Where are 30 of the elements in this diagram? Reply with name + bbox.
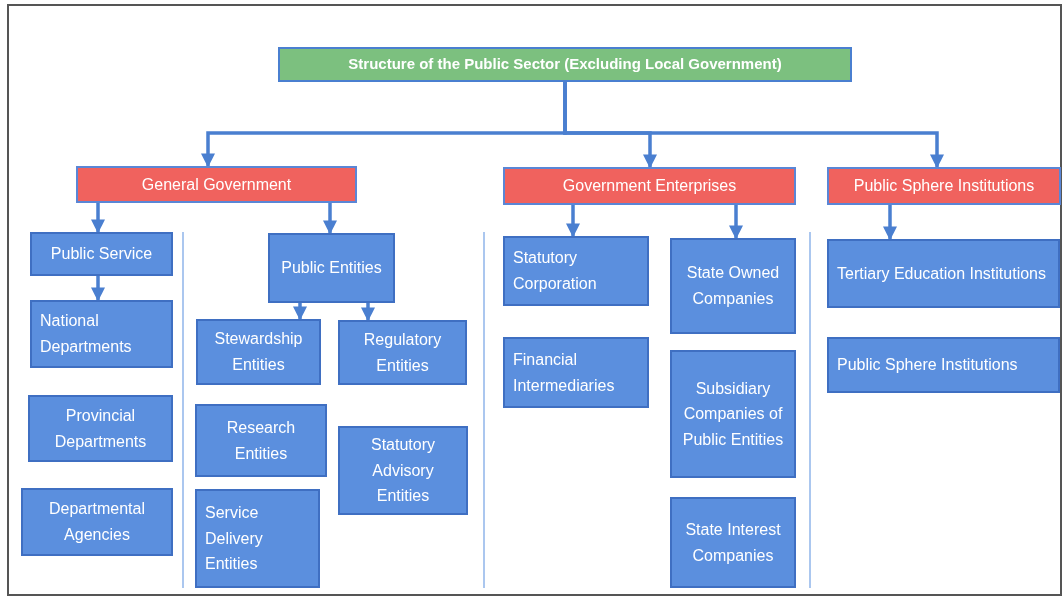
entity-box: State Owned Companies bbox=[670, 238, 796, 334]
entity-box: State Interest Companies bbox=[670, 497, 796, 588]
arrow bbox=[566, 205, 580, 238]
entity-box: Service Delivery Entities bbox=[195, 489, 320, 588]
entity-box: Public Entities bbox=[268, 233, 395, 303]
entity-box: Public Sphere Institutions bbox=[827, 337, 1060, 393]
category-box: Government Enterprises bbox=[503, 167, 796, 205]
arrow bbox=[563, 82, 944, 169]
arrow bbox=[361, 303, 375, 322]
category-box: Public Sphere Institutions bbox=[827, 167, 1061, 205]
title-box: Structure of the Public Sector (Excluding Local Government) bbox=[278, 47, 852, 82]
arrow bbox=[729, 205, 743, 240]
entity-box: Research Entities bbox=[195, 404, 327, 477]
entity-box: Statutory Corporation bbox=[503, 236, 649, 306]
arrow bbox=[91, 276, 105, 302]
entity-box: Statutory Advisory Entities bbox=[338, 426, 468, 515]
entity-box: Regulatory Entities bbox=[338, 320, 467, 385]
entity-box: Public Service bbox=[30, 232, 173, 276]
entity-box: Subsidiary Companies of Public Entities bbox=[670, 350, 796, 478]
entity-box: Departmental Agencies bbox=[21, 488, 173, 556]
arrow bbox=[293, 303, 307, 321]
entity-box: Stewardship Entities bbox=[196, 319, 321, 385]
arrow bbox=[883, 205, 897, 241]
entity-box: National Departments bbox=[30, 300, 173, 368]
arrow bbox=[323, 203, 337, 235]
arrow bbox=[91, 203, 105, 234]
entity-box: Tertiary Education Institutions bbox=[827, 239, 1060, 308]
entity-box: Financial Intermediaries bbox=[503, 337, 649, 408]
category-box: General Government bbox=[76, 166, 357, 203]
entity-box: Provincial Departments bbox=[28, 395, 173, 462]
